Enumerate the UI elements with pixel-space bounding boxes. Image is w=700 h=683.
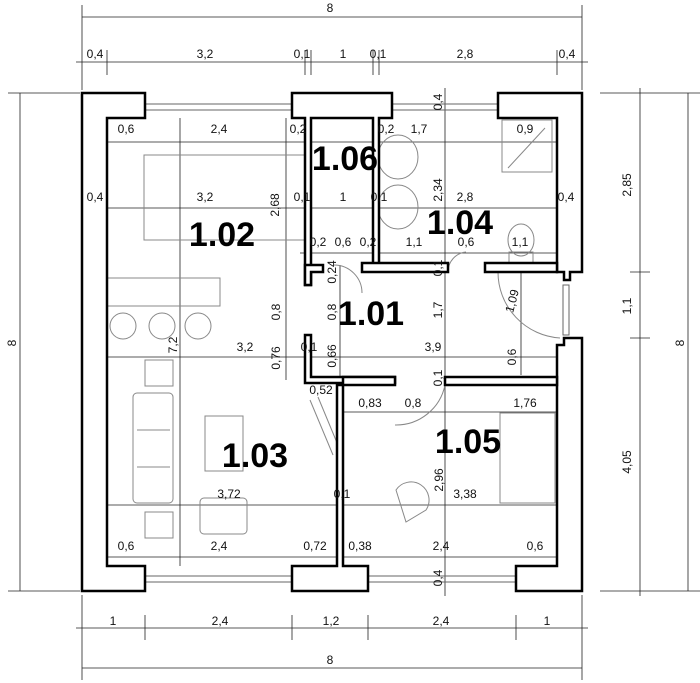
dim-label: 0,4 <box>431 93 445 110</box>
dim-label: 0,2 <box>378 122 395 136</box>
dim-label: 0,4 <box>87 190 104 204</box>
dim-label: 0,6 <box>458 235 475 249</box>
dim-label: 0,1 <box>371 190 388 204</box>
dim-label: 0,6 <box>505 348 519 365</box>
dim-label: 2,4 <box>433 614 450 628</box>
dim-label: 1,7 <box>431 301 445 318</box>
dim-label: 2,85 <box>620 173 634 197</box>
dim-label: 0,2 <box>290 122 307 136</box>
dim-label: 2,8 <box>457 47 474 61</box>
dim-label: 3,2 <box>197 190 214 204</box>
dim-label: 0,9 <box>517 122 534 136</box>
dim-label: 1,7 <box>411 122 428 136</box>
dim-label: 2,4 <box>212 614 229 628</box>
dim-label: 2,96 <box>432 468 446 492</box>
room-labels: 1.06 1.02 1.04 1.01 1.03 1.05 <box>189 140 501 475</box>
dim-label: 0,1 <box>334 487 351 501</box>
dim-label: 0,1 <box>370 47 387 61</box>
dim-label: 2,8 <box>457 190 474 204</box>
dim-label: 1 <box>544 614 551 628</box>
dim-label: 0,72 <box>303 539 327 553</box>
dim-label: 1,09 <box>502 288 522 314</box>
dimension-lines <box>8 5 700 680</box>
dim-label: 0,8 <box>405 396 422 410</box>
dim-label: 2,68 <box>268 193 282 217</box>
dim-label: 0,52 <box>309 383 333 397</box>
dim-label: 0,2 <box>310 235 327 249</box>
dim-label: 1 <box>340 190 347 204</box>
dim-label: 0,8 <box>325 303 339 320</box>
dim-label: 8 <box>327 653 334 667</box>
dim-label: 0,4 <box>431 569 445 586</box>
dim-label: 1 <box>110 614 117 628</box>
dim-label: 2,4 <box>433 539 450 553</box>
dim-label: 1 <box>340 47 347 61</box>
dim-label: 0,6 <box>527 539 544 553</box>
dim-label: 8 <box>5 339 19 346</box>
dim-label: 0,1 <box>431 369 445 386</box>
dim-label: 1,76 <box>513 396 537 410</box>
dim-label: 1,1 <box>406 235 423 249</box>
dim-label: 0,66 <box>325 344 339 368</box>
dim-label: 3,38 <box>453 487 477 501</box>
dim-label: 3,2 <box>197 47 214 61</box>
dim-label: 2,4 <box>211 539 228 553</box>
dimension-labels: 8 8 8 8 0,4 3,2 0,1 1 0,1 2,8 0,4 1 2,4 … <box>5 1 687 667</box>
dim-label: 0,24 <box>325 260 339 284</box>
dim-label: 0,1 <box>294 190 311 204</box>
dim-label: 0,6 <box>118 122 135 136</box>
dim-label: 0,1 <box>431 259 445 276</box>
dim-label: 0,6 <box>335 235 352 249</box>
dim-label: 0,4 <box>87 47 104 61</box>
dim-label: 1,2 <box>323 614 340 628</box>
room-1.03: 1.03 <box>222 437 288 475</box>
dim-label: 1,1 <box>512 235 529 249</box>
dim-label: 0,76 <box>269 346 283 370</box>
dim-label: 3,2 <box>237 340 254 354</box>
dim-label: 0,83 <box>358 396 382 410</box>
dim-label: 0,1 <box>294 47 311 61</box>
dim-label: 0,2 <box>360 235 377 249</box>
dim-label: 8 <box>673 339 687 346</box>
dim-label: 7,2 <box>166 336 180 353</box>
dim-label: 1,1 <box>620 297 634 314</box>
dim-label: 2,4 <box>211 122 228 136</box>
dim-label: 2,34 <box>431 178 445 202</box>
dim-label: 0,6 <box>118 539 135 553</box>
dim-label: 0,8 <box>269 303 283 320</box>
dim-label: 4,05 <box>620 450 634 474</box>
dim-label: 0,4 <box>558 190 575 204</box>
dim-label: 0,38 <box>348 539 372 553</box>
walls <box>80 91 584 593</box>
dim-label: 3,9 <box>425 340 442 354</box>
room-1.06: 1.06 <box>312 140 378 178</box>
dim-label: 3,72 <box>217 487 241 501</box>
dim-label: 0,4 <box>559 47 576 61</box>
room-1.04: 1.04 <box>427 204 493 242</box>
dim-label: 0,1 <box>301 340 318 354</box>
dim-label: 8 <box>327 1 334 15</box>
room-1.01: 1.01 <box>338 295 404 333</box>
furniture <box>107 119 561 539</box>
room-1.02: 1.02 <box>189 216 255 254</box>
room-1.05: 1.05 <box>435 423 501 461</box>
